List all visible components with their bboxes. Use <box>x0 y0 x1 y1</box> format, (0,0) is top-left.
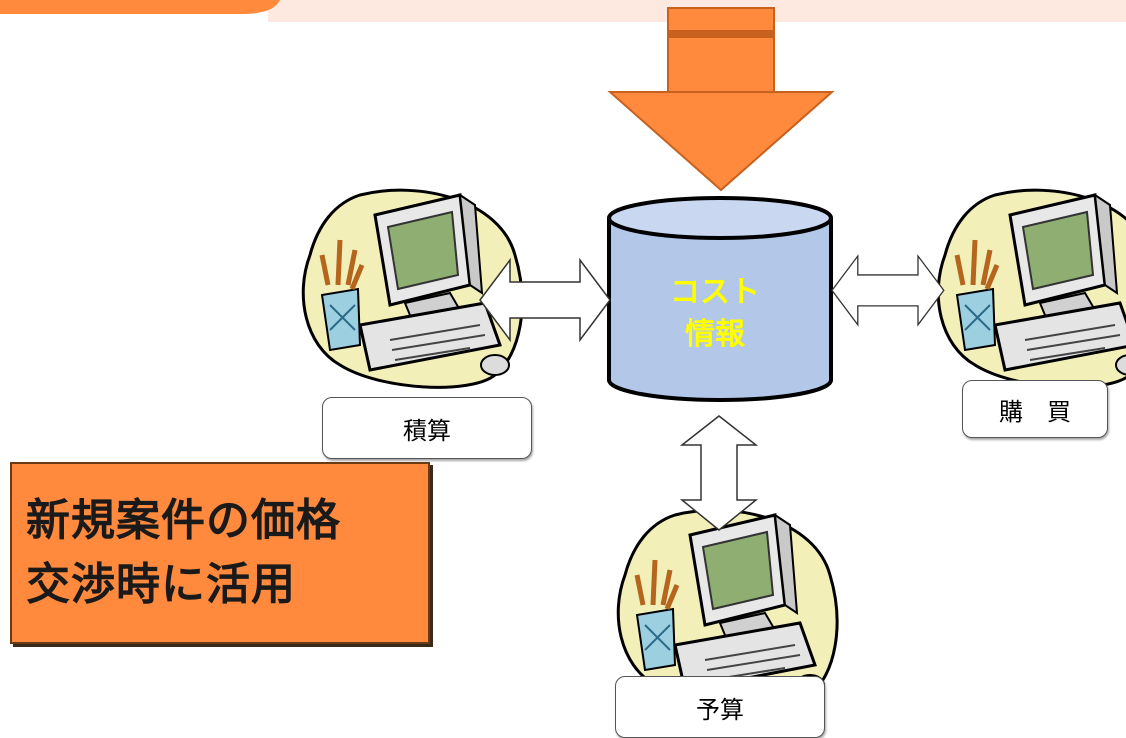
node-estimate: 積算 <box>322 397 532 459</box>
database-cylinder-icon <box>607 196 833 402</box>
top-tab-shape <box>0 0 280 14</box>
callout-line1: 新規案件の価格 <box>26 495 341 546</box>
node-estimate-label: 積算 <box>403 416 451 445</box>
callout-line2: 交渉時に活用 <box>26 559 296 610</box>
double-arrow-vertical <box>679 415 759 531</box>
callout-box: 新規案件の価格 交渉時に活用 <box>10 462 430 644</box>
database-label-line2: 情報 <box>685 317 745 352</box>
down-arrow-icon <box>607 7 835 192</box>
computer-icon-purchase <box>938 190 1126 387</box>
node-budget: 予算 <box>615 676 825 738</box>
node-purchase: 購 買 <box>962 380 1108 438</box>
node-budget-label: 予算 <box>696 695 744 724</box>
database-label-line1: コスト <box>670 275 760 310</box>
node-purchase-label: 購 買 <box>999 397 1071 426</box>
double-arrow-right <box>831 255 945 326</box>
database-label: コスト 情報 <box>660 272 770 356</box>
